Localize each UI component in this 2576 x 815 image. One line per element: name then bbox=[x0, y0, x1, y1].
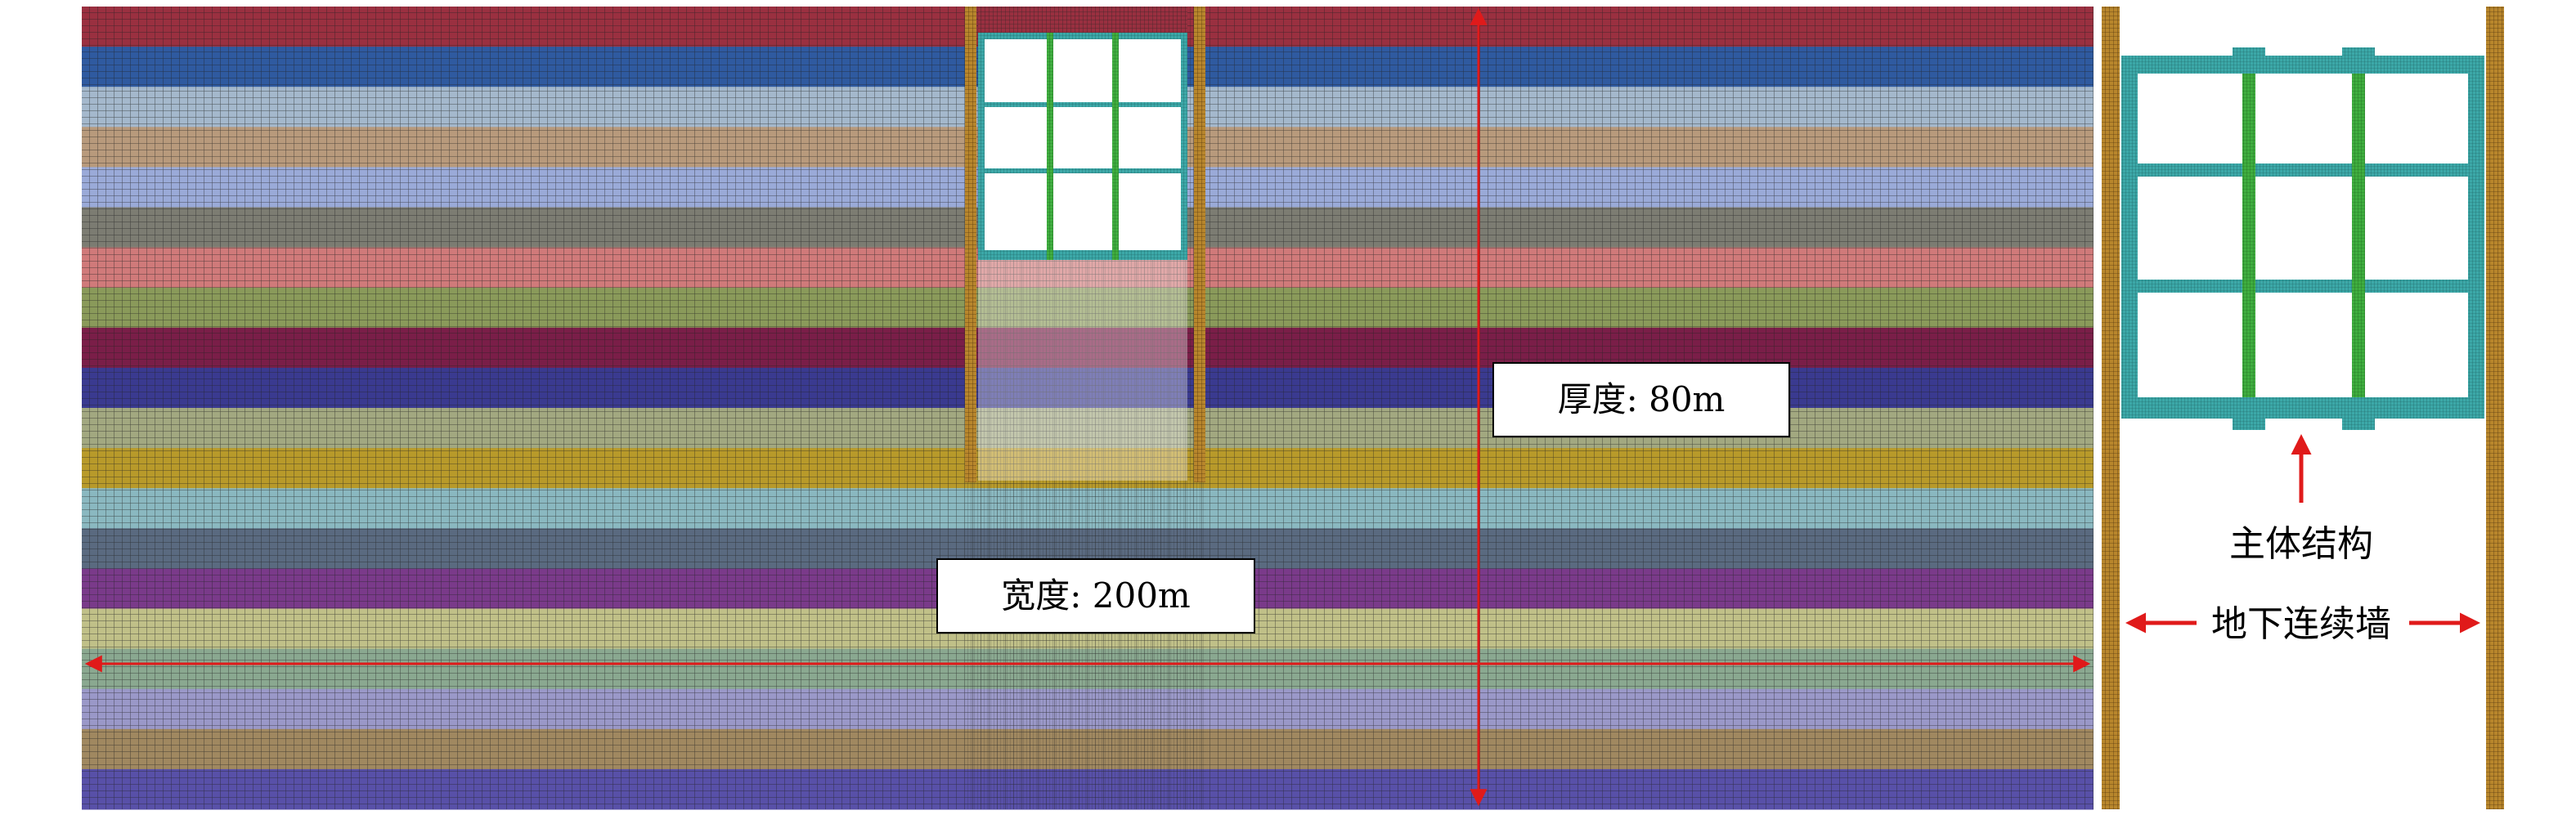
left-structure bbox=[965, 7, 1205, 482]
soil-model-mesh: 宽度: 200m 厚度: 80m bbox=[82, 7, 2094, 810]
left-wall-west bbox=[965, 7, 976, 482]
excavation-void bbox=[978, 33, 1187, 260]
thickness-label: 厚度: 80m bbox=[1558, 379, 1726, 419]
structure-detail: 主体结构 地下连续墙 bbox=[2102, 7, 2504, 809]
mesh-refined-zone-lower bbox=[965, 481, 1206, 809]
diaphragm-wall-west bbox=[2102, 7, 2120, 809]
width-label: 宽度: 200m bbox=[1001, 575, 1191, 616]
width-label-box: 宽度: 200m bbox=[936, 558, 1255, 634]
main-structure-frame bbox=[2121, 47, 2484, 430]
wall-zone-below bbox=[978, 260, 1187, 481]
thickness-label-box: 厚度: 80m bbox=[1492, 362, 1790, 437]
diaphragm-wall-east bbox=[2486, 7, 2504, 809]
diaphragm-wall-label: 地下连续墙 bbox=[2211, 603, 2391, 645]
left-wall-east bbox=[1194, 7, 1205, 482]
main-structure-label: 主体结构 bbox=[2229, 523, 2373, 565]
